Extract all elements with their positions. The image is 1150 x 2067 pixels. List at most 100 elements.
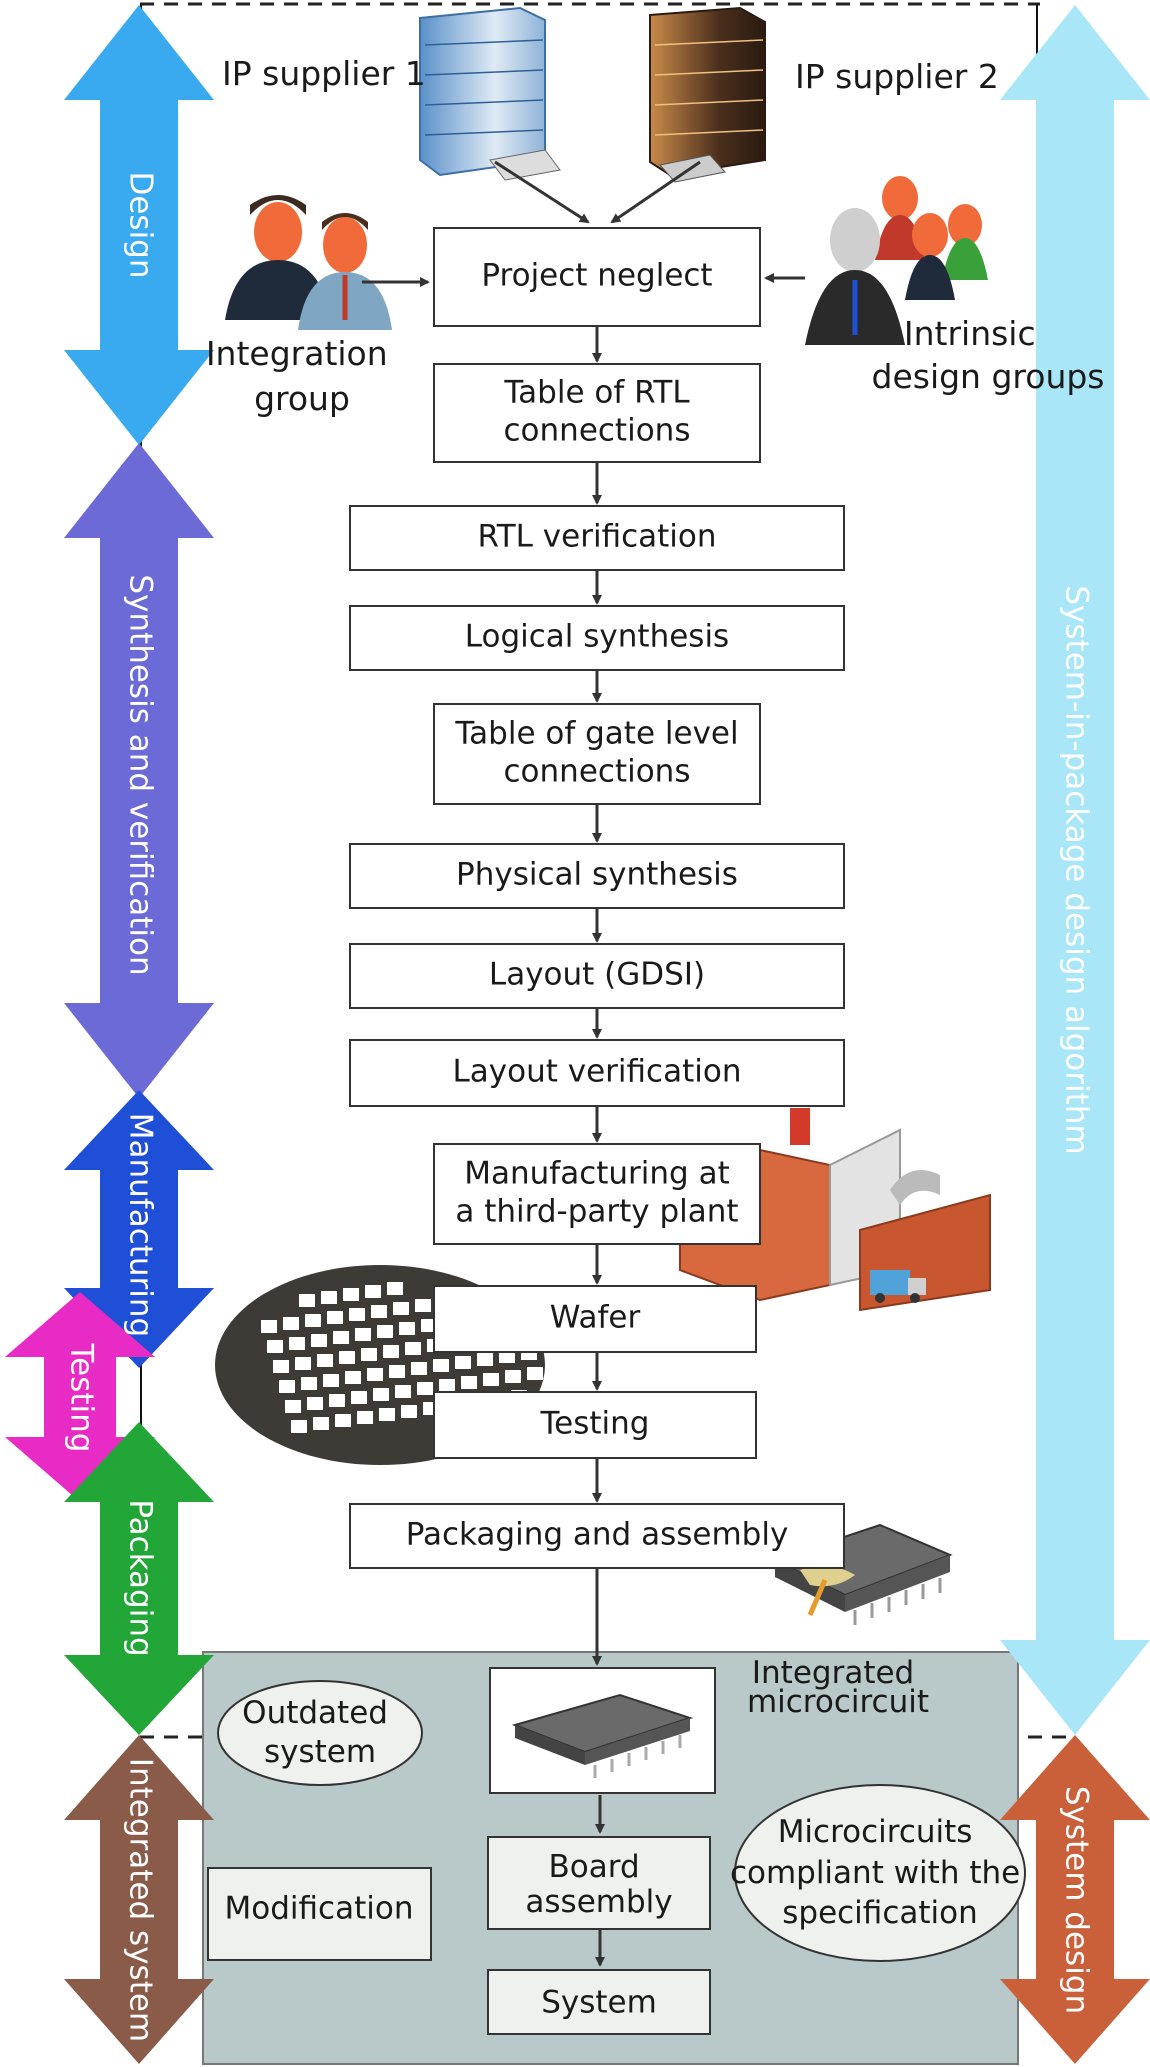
intrinsic-groups-line: design groups <box>872 357 1105 396</box>
wafer-die <box>335 1414 351 1427</box>
wafer-die <box>361 1348 377 1361</box>
right-phase-arrows: System-in-package design algorithmSystem… <box>1000 5 1150 2064</box>
wafer-die <box>389 1365 405 1378</box>
wafer-die <box>283 1317 299 1330</box>
flow-step-7: Layout verification <box>349 1039 845 1107</box>
ip-supplier-1-building-icon <box>419 6 561 181</box>
flow-step-line: Layout verification <box>453 1054 742 1090</box>
wafer-die <box>417 1382 433 1395</box>
wafer-die <box>357 1411 373 1424</box>
flow-step-label: Testing <box>540 1406 650 1442</box>
flow-step-9: Wafer <box>433 1285 757 1353</box>
wafer-die <box>289 1337 305 1350</box>
phase-label-4: Packaging <box>123 1499 159 1656</box>
flow-step-box <box>349 605 845 671</box>
wafer-die <box>379 1408 395 1421</box>
wafer-die <box>477 1353 493 1366</box>
flow-step-label: RTL verification <box>477 519 716 555</box>
flow-step-2: RTL verification <box>349 505 845 571</box>
wafer-die <box>499 1350 515 1363</box>
flow-step-line: Logical synthesis <box>465 619 729 655</box>
wafer-die <box>329 1394 345 1407</box>
wafer-die <box>395 1385 411 1398</box>
wafer-die <box>365 1285 381 1298</box>
integration-group-line: group <box>254 379 350 418</box>
input-arrows <box>362 160 805 287</box>
phase-label-3: Testing <box>64 1343 100 1453</box>
wafer-die <box>433 1359 449 1372</box>
flow-step-5: Physical synthesis <box>349 843 845 909</box>
flow-step-box <box>433 1285 757 1353</box>
wafer-die <box>505 1370 521 1383</box>
right-phase-label-0: System-in-package design algorithm <box>1059 585 1095 1154</box>
wafer-die <box>317 1354 333 1367</box>
phase-arrow-4 <box>64 1422 214 1735</box>
compliant-line: compliant with the <box>730 1855 1020 1891</box>
wafer-die <box>323 1374 339 1387</box>
flow-step-label: Project neglect <box>481 258 712 294</box>
wafer-die <box>305 1314 321 1327</box>
ip-supplier-2-label: IP supplier 2 <box>795 57 999 96</box>
flow-step-3: Logical synthesis <box>349 605 845 671</box>
outdated-line: Outdated <box>242 1695 388 1731</box>
wafer-die <box>483 1373 499 1386</box>
wafer-die <box>371 1305 387 1318</box>
flow-step-box <box>433 1143 761 1245</box>
phase-label-2: Manufacturing <box>123 1113 159 1337</box>
wafer-die <box>299 1294 315 1307</box>
wafer-die <box>411 1362 427 1375</box>
flow-step-line: a third-party plant <box>455 1194 738 1230</box>
flow-step-line: Layout (GDSI) <box>489 957 705 993</box>
ic-label-line: microcircuit <box>747 1684 929 1720</box>
flow-step-label: Layout (GDSI) <box>489 957 705 993</box>
wafer-die <box>345 1371 361 1384</box>
microcircuit-chip-icon <box>511 1693 694 1778</box>
flow-step-box <box>349 505 845 571</box>
right-phase-label-1: System design <box>1059 1786 1095 2014</box>
flow-step-label: Wafer <box>550 1300 641 1336</box>
wafer-die <box>261 1320 277 1333</box>
wafer-die <box>415 1299 431 1312</box>
wafer-die <box>273 1360 289 1373</box>
phase-label-5: Integrated system <box>123 1758 159 2042</box>
compliant-line: specification <box>782 1895 978 1931</box>
flow-step-line: Testing <box>540 1406 650 1442</box>
flow-step-box <box>433 363 761 463</box>
flow-step-box <box>433 227 761 327</box>
modification-label: Modification <box>225 1891 414 1927</box>
wafer-die <box>343 1288 359 1301</box>
wafer-die <box>301 1377 317 1390</box>
wafer-die <box>355 1328 371 1341</box>
wafer-die <box>333 1331 349 1344</box>
phase-arrow-2 <box>64 1090 214 1368</box>
compliant-line: Microcircuits <box>778 1814 973 1850</box>
ic-label-line: Integrated <box>752 1655 914 1691</box>
compliant-label: Microcircuits compliant with the specifi… <box>730 1814 1030 1931</box>
wafer-die <box>291 1420 307 1433</box>
flow-step-line: Table of RTL <box>503 375 690 411</box>
wafer-die <box>285 1400 301 1413</box>
integrated-microcircuit-label: Integrated microcircuit <box>747 1655 929 1720</box>
flow-step-label: Logical synthesis <box>465 619 729 655</box>
flow-step-line: RTL verification <box>477 519 716 555</box>
intrinsic-groups-label: Intrinsic design groups <box>872 314 1105 396</box>
packaged-chip-icon <box>772 1523 953 1625</box>
phase-arrow-0 <box>64 5 214 445</box>
system-label: System <box>541 1985 657 2021</box>
phase-arrow-1 <box>64 443 214 1098</box>
flow-step-label: Packaging and assembly <box>406 1517 789 1553</box>
flow-step-box <box>349 1503 845 1569</box>
flow-step-box <box>433 1391 757 1459</box>
wafer-die <box>311 1334 327 1347</box>
wafer-die <box>401 1405 417 1418</box>
flow-step-line: Wafer <box>550 1300 641 1336</box>
phase-label-1: Synthesis and verification <box>123 574 159 975</box>
wafer-die <box>527 1367 543 1380</box>
wafer-die <box>351 1391 367 1404</box>
flow-step-box <box>349 943 845 1009</box>
